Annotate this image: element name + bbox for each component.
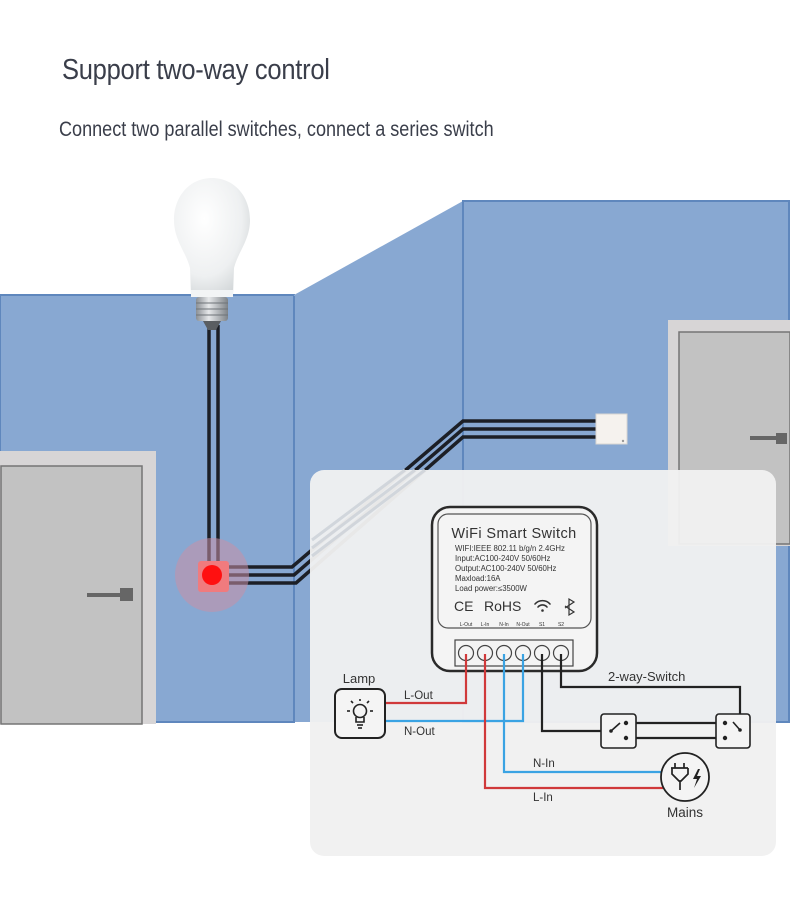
- n-in-label: N-In: [533, 758, 555, 770]
- indicator-light: [202, 565, 222, 585]
- terminal-label: L-In: [481, 622, 490, 628]
- left-door: [0, 451, 156, 725]
- two-way-switch-label: 2-way-Switch: [608, 669, 685, 684]
- device-name: WiFi Smart Switch: [451, 526, 576, 542]
- device-spec: WIFI:IEEE 802.11 b/g/n 2.4GHz: [455, 544, 565, 553]
- terminal-label: S1: [539, 622, 545, 628]
- rohs-mark: RoHS: [484, 598, 521, 614]
- two-way-switch-1: [600, 713, 637, 749]
- wifi-icon: [534, 599, 551, 612]
- ce-mark: CE: [454, 598, 473, 614]
- smart-switch-indicator: [175, 538, 249, 612]
- terminal-label: N-Out: [516, 622, 530, 628]
- page-subtitle: Connect two parallel switches, connect a…: [59, 118, 494, 141]
- light-bulb: [174, 178, 250, 330]
- wire-l-in: [483, 654, 663, 790]
- terminal-label: N-In: [499, 622, 509, 628]
- lamp-symbol: Lamp: [334, 671, 386, 739]
- door-handle: [87, 593, 122, 597]
- mains-label: Mains: [667, 805, 703, 820]
- cable-bulb-to-switch: [207, 325, 220, 570]
- n-out-label: N-Out: [404, 726, 435, 738]
- mains-symbol: Mains: [660, 752, 710, 820]
- smart-switch-module: WiFi Smart Switch WIFI:IEEE 802.11 b/g/n…: [430, 505, 599, 673]
- two-way-switch-2: [715, 713, 751, 749]
- wire-n-out: [385, 654, 525, 723]
- lightning-icon: [693, 769, 701, 788]
- l-in-label: L-In: [533, 792, 553, 804]
- wire-l-out: [385, 654, 468, 705]
- device-spec: Input:AC100-240V 50/60Hz: [455, 554, 550, 563]
- page-title: Support two-way control: [62, 54, 330, 86]
- device-spec: Output:AC100-240V 50/60Hz: [455, 564, 557, 573]
- bulb-icon: [347, 699, 373, 729]
- l-out-label: L-Out: [404, 690, 434, 702]
- wire-s2: [559, 654, 742, 728]
- device-spec: Maxload:16A: [455, 574, 501, 583]
- terminal-label: L-Out: [460, 622, 473, 628]
- device-spec: Load power:≤3500W: [455, 584, 528, 593]
- terminal-label: S2: [558, 622, 564, 628]
- bluetooth-icon: [564, 597, 576, 617]
- wire-s1: [540, 654, 611, 733]
- door-handle: [750, 436, 780, 440]
- lamp-label: Lamp: [343, 671, 376, 686]
- plug-icon: [671, 763, 689, 790]
- wire-n-in: [502, 654, 663, 774]
- remote-switch-plate: [595, 413, 628, 445]
